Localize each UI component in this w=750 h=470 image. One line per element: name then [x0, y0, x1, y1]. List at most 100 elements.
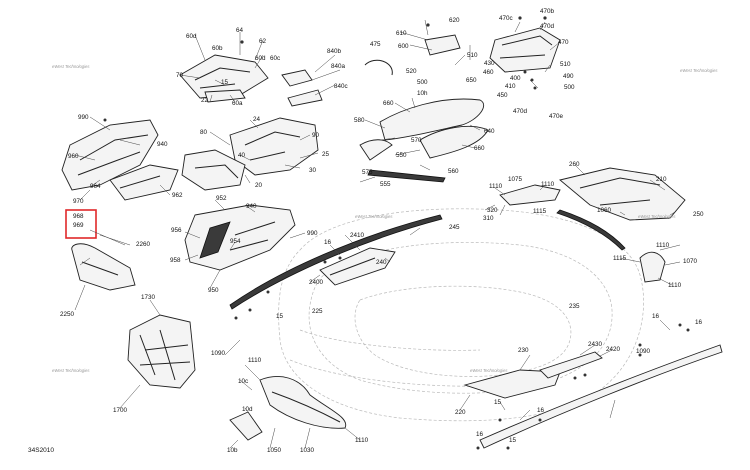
watermark-text: eWest Technologies — [52, 368, 90, 373]
callout-label: 840c — [334, 83, 348, 90]
callout-label: 490 — [563, 73, 574, 80]
callout-label: 555 — [380, 181, 391, 188]
callout-label: 70 — [176, 72, 184, 79]
callout-label: 2430 — [588, 341, 603, 348]
part-rub-strip-990 — [229, 214, 443, 310]
callout-label: 80 — [200, 129, 208, 136]
callout-label: 430 — [484, 60, 495, 67]
callout-label: 962 — [172, 192, 183, 199]
callout-label: 20 — [255, 182, 263, 189]
callout-label: 10d — [242, 406, 253, 413]
callout-label: 16 — [476, 431, 484, 438]
watermark-text: eWest Technologies — [680, 68, 718, 73]
callout-label: 520 — [406, 68, 417, 75]
diagram-reference-code: 34S2010 — [28, 447, 54, 454]
callout-label: 30 — [309, 167, 317, 174]
callout-label: 1700 — [113, 407, 128, 414]
callout-label: 960 — [68, 153, 79, 160]
callout-label: 25 — [322, 151, 330, 158]
callout-label: 64 — [236, 27, 244, 34]
callout-label: 60c — [270, 55, 280, 62]
callout-label: 1070 — [683, 258, 698, 265]
part-center-side-panel — [184, 204, 296, 271]
part-right-bumper-1070 — [639, 251, 666, 283]
callout-label: 260 — [569, 161, 580, 168]
callout-label: 1075 — [508, 176, 523, 183]
callout-label: 1090 — [636, 348, 651, 355]
callout-label: 235 — [569, 303, 580, 310]
part-left-side-panel — [61, 119, 179, 201]
part-small-trim-10 — [229, 411, 263, 441]
callout-label: 2410 — [350, 232, 365, 239]
part-right-lower-trim — [463, 351, 603, 399]
callout-label: 10h — [417, 90, 428, 97]
callout-label: 470d — [540, 23, 555, 30]
callout-label: 500 — [417, 79, 428, 86]
part-strip-1090-right — [479, 344, 723, 449]
callout-label: 575 — [362, 169, 373, 176]
callout-label: 840a — [331, 63, 346, 70]
callout-label: 2400 — [309, 279, 324, 286]
callout-label: 1110 — [489, 183, 503, 190]
fasteners — [103, 16, 690, 450]
part-trim-strip-555 — [367, 169, 446, 183]
callout-label: 660 — [474, 145, 485, 152]
callout-label-highlighted: 969 — [73, 222, 84, 229]
callout-label: 2420 — [606, 346, 621, 353]
part-seat-cover-assembly — [179, 54, 269, 103]
callout-label: 580 — [354, 117, 365, 124]
callout-label: 470 — [558, 39, 569, 46]
callout-label: 60d — [186, 33, 197, 40]
part-right-front-cover — [559, 167, 686, 221]
callout-label: 15 — [509, 437, 517, 444]
watermark-text: eWest Technologies — [470, 368, 508, 373]
callout-label: 964 — [90, 183, 101, 190]
callout-label: 16 — [695, 319, 703, 326]
callout-label: 22 — [201, 97, 209, 104]
callout-label: 1110 — [541, 181, 555, 188]
callout-label: 60a — [232, 100, 243, 107]
callout-label: 245 — [449, 224, 460, 231]
callout-label: 1110 — [656, 242, 670, 249]
callout-label: 1050 — [267, 447, 282, 454]
callout-label: 15 — [276, 313, 284, 320]
callout-labels: 620 610 600 510 520 500 650 470c 470b 47… — [60, 8, 704, 454]
callout-label: 16 — [537, 407, 545, 414]
callout-label: 10b — [227, 447, 238, 454]
callout-label: 16 — [324, 239, 332, 246]
callout-label: 62 — [259, 38, 267, 45]
part-840-small-cover — [281, 69, 323, 107]
part-bracket-240 — [319, 247, 396, 286]
callout-label: 220 — [455, 409, 466, 416]
callout-label: 250 — [693, 211, 704, 218]
callout-label: 840b — [327, 48, 342, 55]
part-front-bumper-left — [71, 243, 136, 291]
callout-label: 1030 — [300, 447, 315, 454]
watermarks: eWest Technologies eWest Technologies eW… — [52, 64, 718, 373]
callout-label: 470b — [540, 8, 555, 15]
callout-label: 954 — [230, 238, 241, 245]
callout-label: 1090 — [211, 350, 226, 357]
callout-label: 15 — [494, 399, 502, 406]
callout-label: 90 — [312, 132, 320, 139]
callout-label: 1115 — [613, 255, 627, 262]
callout-label: 60b — [212, 45, 223, 52]
callout-label: 610 — [396, 30, 407, 37]
callout-label: 410 — [505, 83, 516, 90]
callout-label: 1110 — [248, 357, 262, 364]
callout-label: 210 — [656, 176, 667, 183]
callout-label: 2250 — [60, 311, 75, 318]
callout-label: 310 — [483, 215, 494, 222]
callout-label: 956 — [171, 227, 182, 234]
part-rear-rack — [424, 27, 561, 73]
part-right-strip-1060 — [556, 209, 626, 251]
callout-label: 230 — [518, 347, 529, 354]
callout-label: 500 — [564, 84, 575, 91]
callout-label: 470d — [513, 108, 528, 115]
callout-label: 990 — [78, 114, 89, 121]
callout-label: 320 — [487, 207, 498, 214]
part-footwell-mat — [127, 314, 196, 389]
part-1075-trim — [499, 184, 561, 206]
callout-label: 660 — [383, 100, 394, 107]
callout-label: 225 — [312, 308, 323, 315]
